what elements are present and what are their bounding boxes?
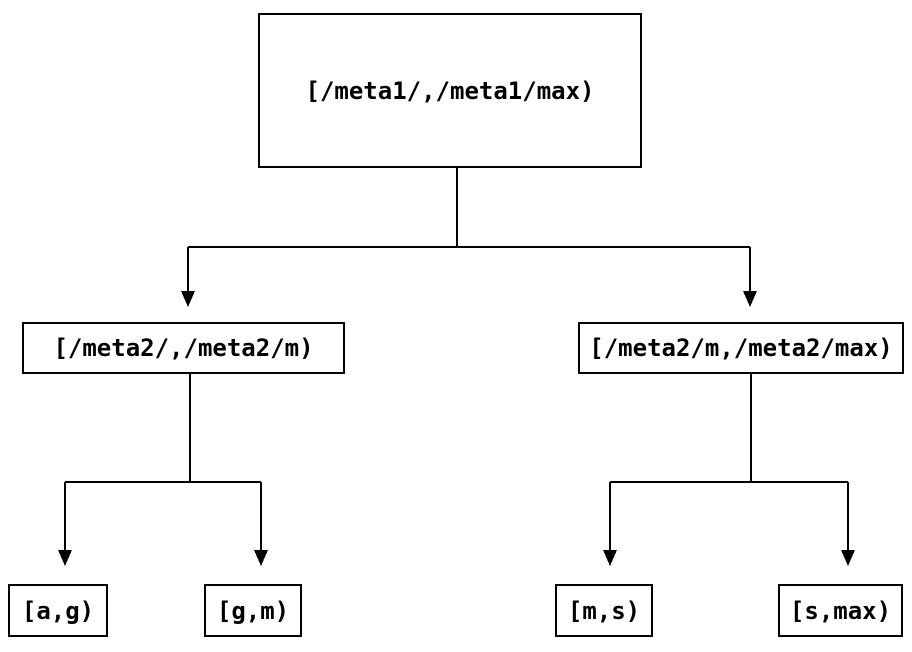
tree-node-meta2-upper: [/meta2/m,/meta2/max) xyxy=(578,322,904,374)
edge-root-to-level2 xyxy=(181,168,757,307)
arrowhead-down-icon xyxy=(841,550,855,566)
tree-node-label: [a,g) xyxy=(21,596,95,625)
tree-node-leaf-smax: [s,max) xyxy=(778,584,903,637)
tree-node-label: [/meta2/m,/meta2/max) xyxy=(589,334,893,362)
arrowhead-down-icon xyxy=(603,550,617,566)
arrowhead-down-icon xyxy=(181,291,195,307)
tree-node-label: [g,m) xyxy=(216,596,290,625)
tree-node-leaf-ag: [a,g) xyxy=(8,584,108,637)
edge-left-subtree xyxy=(58,374,268,566)
tree-node-leaf-gm: [g,m) xyxy=(204,584,302,637)
arrowhead-down-icon xyxy=(58,550,72,566)
tree-node-meta2-lower: [/meta2/,/meta2/m) xyxy=(22,322,345,374)
tree-node-leaf-ms: [m,s) xyxy=(555,584,653,637)
tree-node-label: [/meta2/,/meta2/m) xyxy=(53,334,314,362)
tree-node-label: [/meta1/,/meta1/max) xyxy=(305,76,595,105)
tree-node-label: [m,s) xyxy=(567,596,641,625)
edge-right-subtree xyxy=(603,374,855,566)
arrowhead-down-icon xyxy=(743,291,757,307)
arrowhead-down-icon xyxy=(254,550,268,566)
tree-node-root: [/meta1/,/meta1/max) xyxy=(258,13,642,168)
tree-node-label: [s,max) xyxy=(789,596,892,625)
